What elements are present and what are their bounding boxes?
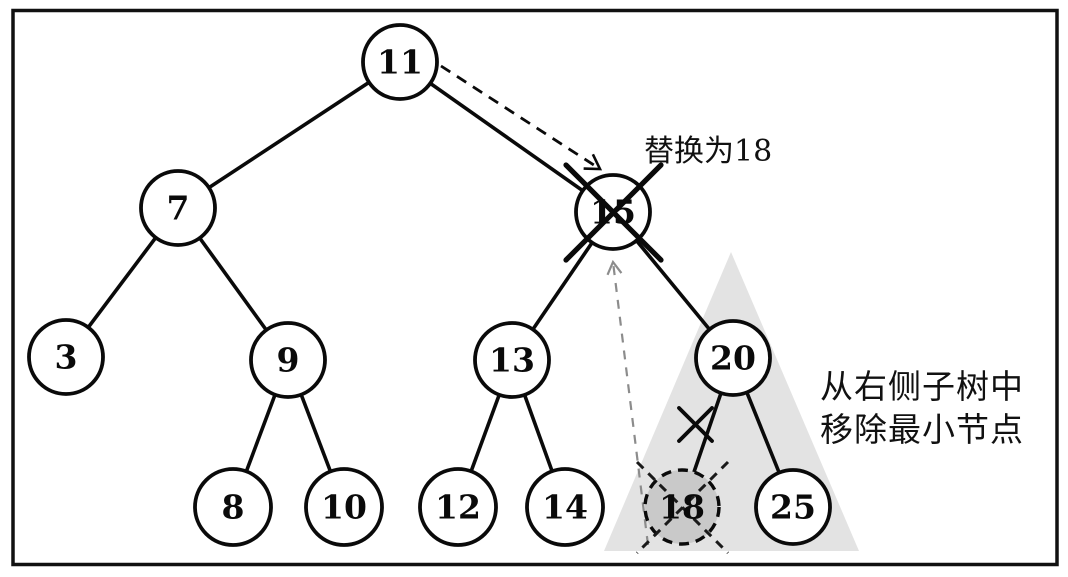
detach-cross-icon xyxy=(677,406,714,443)
replace-annotation: 替换为18 xyxy=(644,134,772,169)
node-label-8: 8 xyxy=(222,488,245,527)
tree-node-13: 13 xyxy=(473,321,551,399)
node-label-10: 10 xyxy=(321,488,367,527)
tree-node-8: 8 xyxy=(193,467,273,547)
node-label-25: 25 xyxy=(770,488,816,527)
tree-node-7: 7 xyxy=(139,169,217,247)
tree-node-18-removing: 18 xyxy=(635,460,730,555)
tree-node-20: 20 xyxy=(694,319,772,397)
tree-node-14: 14 xyxy=(525,467,605,547)
dashed-delete-cross-icon xyxy=(635,460,730,555)
promote-arrow xyxy=(606,259,650,546)
node-label-18: 18 xyxy=(659,488,705,527)
node-label-11: 11 xyxy=(377,43,423,82)
tree-node-25: 25 xyxy=(754,468,832,546)
tree-node-12: 12 xyxy=(418,467,498,547)
node-label-14: 14 xyxy=(542,488,588,527)
node-label-7: 7 xyxy=(167,189,190,228)
tree-node-11: 11 xyxy=(361,23,439,101)
tree-node-10: 10 xyxy=(304,467,384,547)
remove-min-annotation-line2: 移除最小节点 xyxy=(820,410,1024,449)
tree-node-3: 3 xyxy=(27,318,105,396)
delete-cross-icon xyxy=(563,162,664,263)
node-label-9: 9 xyxy=(277,341,300,380)
node-label-20: 20 xyxy=(710,339,756,378)
edge-11-7 xyxy=(177,60,401,210)
edge-11-15 xyxy=(398,60,615,214)
figure-border xyxy=(11,8,1059,567)
tree-node-9: 9 xyxy=(249,321,327,399)
replace-pointer-arrow xyxy=(440,64,603,171)
node-label-13: 13 xyxy=(489,341,535,380)
remove-min-annotation-line1: 从右侧子树中 xyxy=(820,367,1024,406)
node-label-12: 12 xyxy=(435,488,481,527)
node-label-3: 3 xyxy=(55,338,78,377)
tree-node-15-deleted: 15 xyxy=(563,162,664,263)
